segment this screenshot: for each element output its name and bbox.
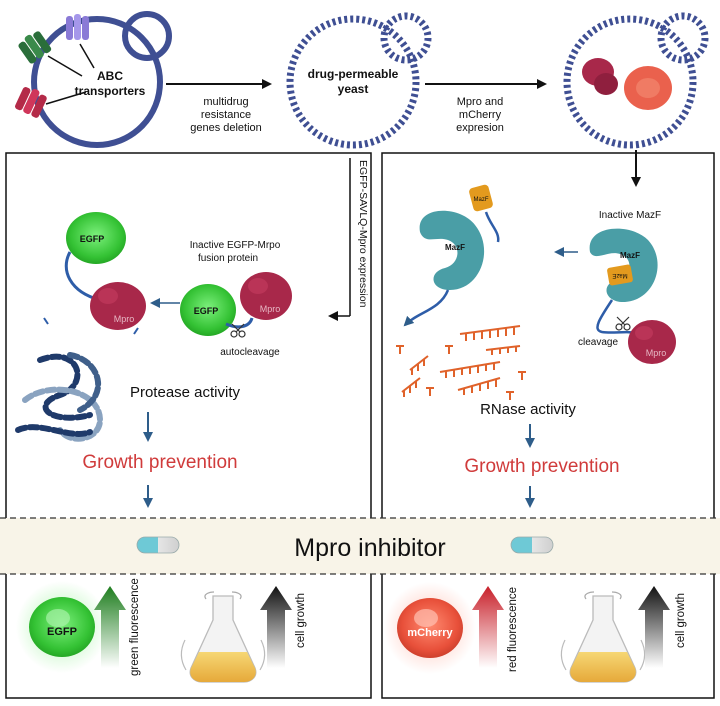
black-up-arrow-icon-right (638, 586, 670, 668)
abc-transporter-red-icon (15, 87, 47, 118)
cell-growth-label-right: cell growth (675, 593, 687, 648)
abc-transporter-green-icon (18, 31, 52, 64)
inactive-mazf-label: Inactive MazF (599, 210, 661, 221)
wild-type-yeast: ABC transporters (15, 11, 172, 148)
autocleavage-label: autocleavage (220, 347, 280, 358)
maze-label-free: MazF (474, 197, 489, 203)
mazf-active: MazF (403, 210, 485, 327)
step1-line3: genes deletion (190, 122, 262, 134)
step2-line1: Mpro and (457, 96, 503, 108)
yeast-label-line1: drug-permeable (308, 67, 399, 81)
mpro-protein-icon (582, 58, 618, 95)
step1-line1: multidrug (203, 96, 248, 108)
peptide-fragments (43, 317, 139, 335)
mazf-inactive-complex: MazF MazE (589, 228, 658, 336)
mcherry-fluorescent: mCherry (384, 582, 476, 674)
abc-label-line1: ABC (97, 69, 123, 83)
mcherry-protein-icon (624, 66, 672, 110)
mcherry-label-bottom: mCherry (407, 627, 453, 639)
degraded-proteins-icon (15, 352, 104, 442)
mpro-label-right: Mpro (646, 348, 667, 358)
scissors-icon (230, 323, 246, 338)
step2-line3: expresion (456, 122, 504, 134)
egfp-mpro-fusion: EGFP Mpro (180, 272, 292, 336)
mpro-right: Mpro (628, 320, 676, 364)
flask-icon-left (180, 591, 266, 683)
engineered-yeast (563, 12, 709, 149)
fusion-label-line1: Inactive EGFP-Mrpo (190, 240, 281, 251)
left-panel-border (5, 152, 372, 699)
cell-growth-label-left: cell growth (295, 593, 307, 648)
pill-icon-left (136, 536, 180, 554)
egfp-label-top: EGFP (80, 234, 105, 244)
scissors-icon-right (615, 316, 631, 331)
yeast-label-line2: yeast (338, 82, 369, 96)
rna-fragments-icon (396, 325, 526, 400)
growth-prevention-left: Growth prevention (82, 452, 237, 473)
abc-label-line2: transporters (75, 84, 146, 98)
step2-line2: mCherry (459, 109, 502, 121)
rnase-activity-label: RNase activity (480, 401, 576, 418)
flask-icon-right (560, 591, 646, 683)
egfp-label-fusion: EGFP (194, 306, 219, 316)
red-fluorescence-label: red fluorescence (507, 587, 519, 672)
egfp-fluorescent: EGFP (16, 581, 108, 673)
mpro-label-fusion: Mpro (260, 304, 281, 314)
cleavage-label: cleavage (578, 337, 618, 348)
drug-permeable-yeast: drug-permeable yeast (286, 12, 432, 149)
mazf-label-complex: MazF (620, 251, 640, 260)
mpro-released: Mpro (90, 282, 146, 330)
inhibitor-band (0, 518, 720, 574)
maze-antitoxin-label: MazE (612, 272, 627, 278)
mpro-label-left: Mpro (114, 314, 135, 324)
mazf-label: MazF (445, 243, 465, 252)
egfp-expression-label: EGFP-SAVLQ-Mpro expression (357, 160, 369, 308)
red-up-arrow-icon (472, 586, 504, 668)
protease-activity-label: Protease activity (130, 384, 241, 401)
growth-prevention-right: Growth prevention (464, 456, 619, 477)
maze-antitoxin-free: MazF (469, 184, 500, 243)
mpro-inhibitor-label: Mpro inhibitor (294, 534, 445, 562)
right-panel-border (381, 152, 715, 699)
green-fluorescence-label: green fluorescence (129, 578, 141, 676)
black-up-arrow-icon (260, 586, 292, 668)
abc-transporter-purple-icon (66, 14, 89, 40)
egfp-label-bottom: EGFP (47, 626, 77, 638)
fusion-label-line2: fusion protein (198, 253, 258, 264)
step1-line2: resistance (201, 109, 251, 121)
pill-icon-right (510, 536, 554, 554)
green-up-arrow-icon (94, 586, 126, 668)
